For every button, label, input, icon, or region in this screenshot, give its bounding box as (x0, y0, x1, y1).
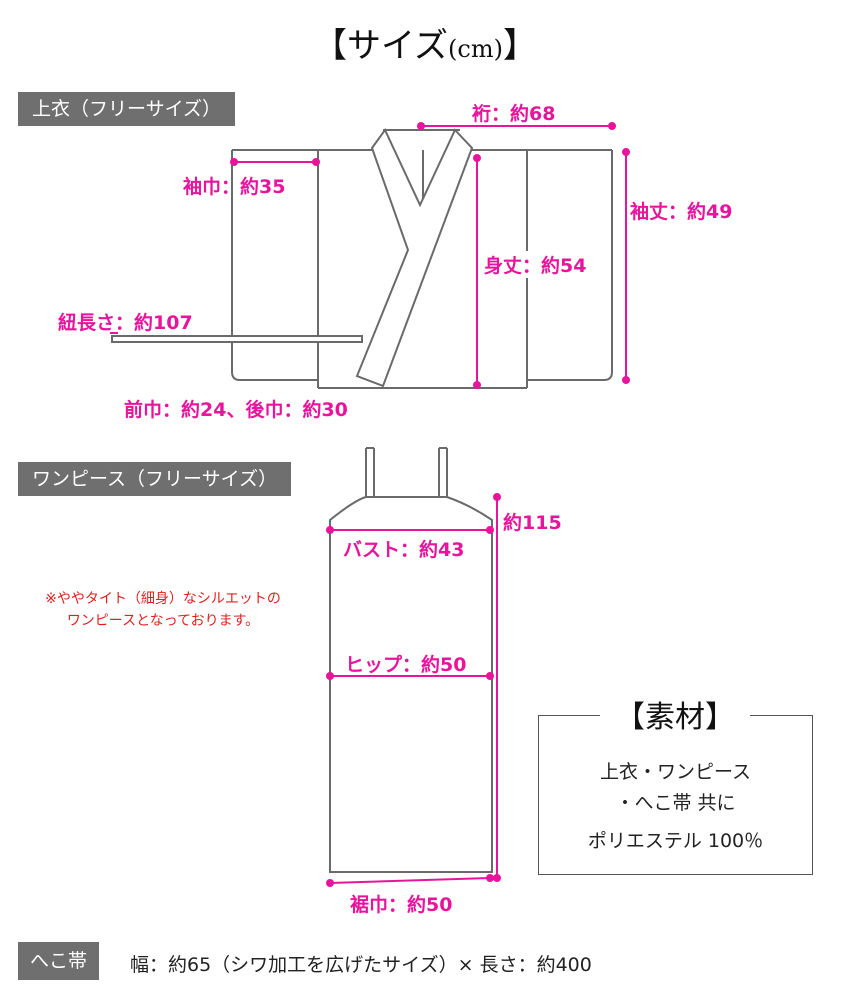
hip-label: ヒップ：約50 (345, 654, 467, 676)
hem-label: 裾巾：約50 (350, 894, 453, 916)
jacket-left-sleeve (231, 150, 318, 381)
material-line1: 上衣・ワンピース (599, 761, 752, 783)
mihaba-label: 前巾：約24、後巾：約30 (124, 399, 348, 421)
mitake-label: 身丈：約54 (484, 251, 587, 278)
material-title: 【素材】 (600, 692, 750, 736)
fit-note-line1: ※ややタイト（細身）なシルエットの (45, 591, 281, 607)
fit-note-line2: ワンピースとなっております。 (66, 613, 260, 629)
sodehaba-label: 袖巾：約35 (183, 176, 286, 198)
jacket-drawing (111, 128, 613, 389)
title-unit: (cm) (448, 35, 503, 63)
obi-tag: へこ帯 (18, 942, 100, 980)
dress-drawing (329, 447, 493, 873)
dress-body (329, 496, 493, 873)
fit-note: ※ややタイト（細身）なシルエットの ワンピースとなっております。 (8, 588, 318, 632)
jacket-collar (355, 128, 474, 388)
jacket-right-sleeve (527, 150, 613, 381)
dress-measure-lines (326, 493, 501, 887)
page-title: 【サイズ(cm)】 (0, 18, 850, 67)
jacket-tie (111, 335, 363, 343)
jacket-section-tag: 上衣（フリーサイズ） (18, 92, 236, 126)
material-line3: ポリエステル 100％ (587, 830, 764, 852)
material-line2: ・へこ帯 共に (615, 792, 736, 814)
yuki-label: 裄：約68 (472, 103, 556, 125)
bust-label: バスト：約43 (343, 539, 465, 561)
title-main: 【サイズ (313, 26, 449, 66)
dress-section-tag: ワンピース（フリーサイズ） (18, 462, 292, 496)
obi-size-text: 幅：約65（シワ加工を広げたサイズ）× 長さ：約400 (130, 954, 592, 976)
dress-length-label: 約115 (503, 512, 562, 534)
himo-label: 紐長さ：約107 (58, 312, 193, 334)
jacket-measure-lines (110, 122, 630, 389)
title-close: 】 (502, 26, 537, 66)
sodetake-label: 袖丈：約49 (630, 201, 733, 223)
